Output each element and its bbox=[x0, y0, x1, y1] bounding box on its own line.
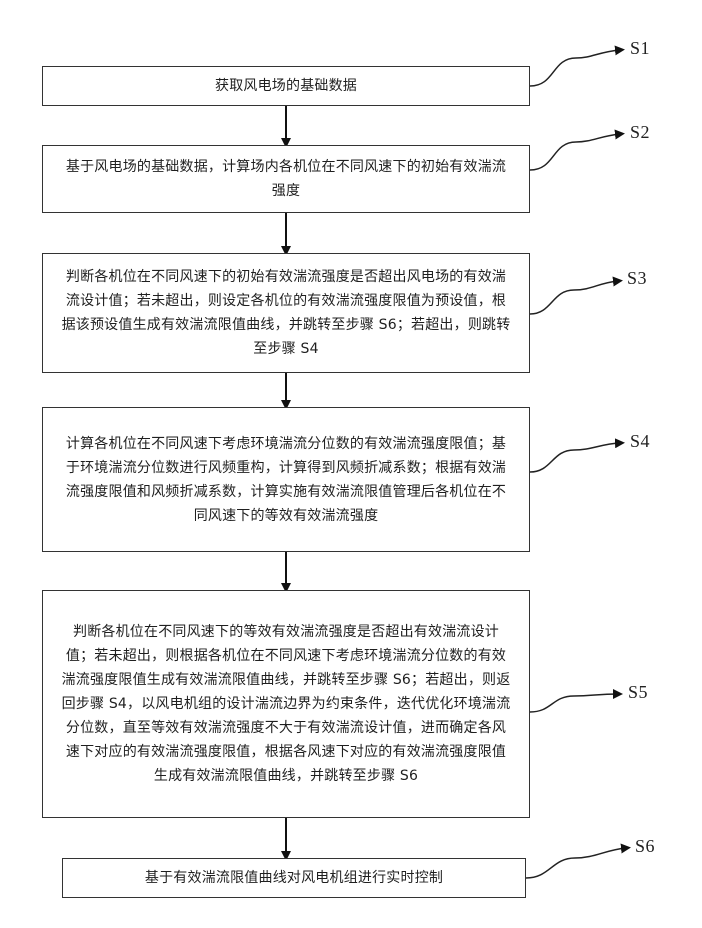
step-box-s1: 获取风电场的基础数据 bbox=[42, 66, 530, 106]
step-box-s4: 计算各机位在不同风速下考虑环境湍流分位数的有效湍流强度限值；基于环境湍流分位数进… bbox=[42, 407, 530, 552]
step-text-s1: 获取风电场的基础数据 bbox=[215, 74, 357, 98]
leader-line-s2 bbox=[530, 134, 620, 170]
leader-line-s4 bbox=[530, 443, 620, 472]
step-label-s5: S5 bbox=[628, 682, 648, 703]
step-box-s5: 判断各机位在不同风速下的等效有效湍流强度是否超出有效湍流设计值；若未超出，则根据… bbox=[42, 590, 530, 818]
step-box-s6: 基于有效湍流限值曲线对风电机组进行实时控制 bbox=[62, 858, 526, 898]
step-label-s4: S4 bbox=[630, 431, 650, 452]
step-label-s2: S2 bbox=[630, 122, 650, 143]
step-box-s2: 基于风电场的基础数据，计算场内各机位在不同风速下的初始有效湍流强度 bbox=[42, 145, 530, 213]
step-text-s5: 判断各机位在不同风速下的等效有效湍流强度是否超出有效湍流设计值；若未超出，则根据… bbox=[59, 620, 513, 788]
step-box-s3: 判断各机位在不同风速下的初始有效湍流强度是否超出风电场的有效湍流设计值；若未超出… bbox=[42, 253, 530, 373]
step-label-s3: S3 bbox=[627, 268, 647, 289]
step-text-s6: 基于有效湍流限值曲线对风电机组进行实时控制 bbox=[145, 866, 443, 890]
step-label-s1: S1 bbox=[630, 38, 650, 59]
leader-line-s5 bbox=[530, 694, 618, 712]
leader-line-s3 bbox=[530, 281, 618, 314]
leader-line-s6 bbox=[526, 848, 626, 878]
leader-line-s1 bbox=[530, 50, 620, 86]
step-label-s6: S6 bbox=[635, 836, 655, 857]
step-text-s3: 判断各机位在不同风速下的初始有效湍流强度是否超出风电场的有效湍流设计值；若未超出… bbox=[59, 265, 513, 361]
step-text-s4: 计算各机位在不同风速下考虑环境湍流分位数的有效湍流强度限值；基于环境湍流分位数进… bbox=[59, 432, 513, 528]
step-text-s2: 基于风电场的基础数据，计算场内各机位在不同风速下的初始有效湍流强度 bbox=[59, 155, 513, 203]
